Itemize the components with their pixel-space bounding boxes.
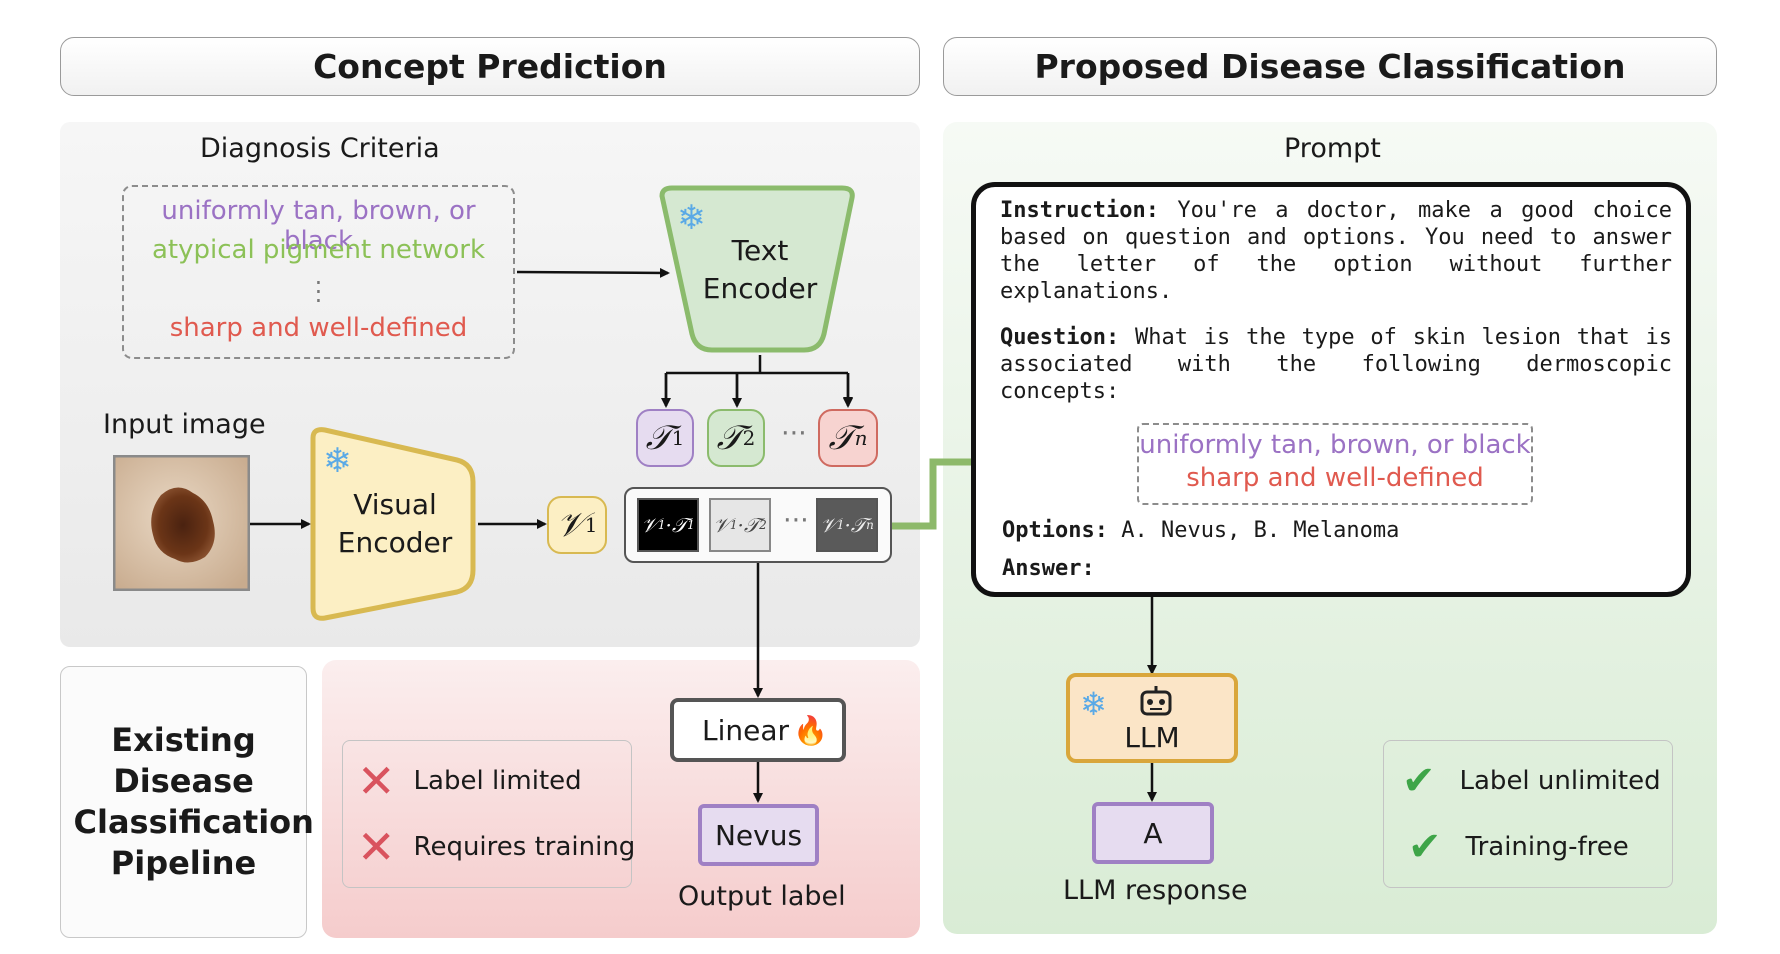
- prompt-box: Instruction: You're a doctor, make a goo…: [971, 182, 1691, 597]
- criterion-network: atypical pigment network: [151, 235, 486, 265]
- lesion-image: [113, 455, 250, 591]
- llm-response-label: LLM response: [1063, 875, 1248, 906]
- criterion-border: sharp and well-defined: [169, 313, 468, 343]
- output-nevus: Nevus: [698, 804, 819, 866]
- question-text: Question: What is the type of skin lesio…: [1000, 325, 1673, 404]
- robot-icon: [1140, 686, 1172, 716]
- answer-text: Answer:: [1002, 556, 1095, 581]
- check-icon: ✔: [1402, 758, 1436, 804]
- prompt-concept-border: sharp and well-defined: [1186, 463, 1484, 493]
- snowflake-icon: ❄: [677, 198, 706, 238]
- criterion-color: uniformly tan, brown, or black: [161, 196, 476, 256]
- limitation-label: ✕ Label limited: [357, 754, 582, 808]
- proposed-classification-header: Proposed Disease Classification: [943, 37, 1717, 96]
- visual-encoder: [310, 427, 476, 621]
- arrow-text-encoder-to-concepts: [664, 355, 848, 405]
- check-icon: ✔: [1408, 824, 1442, 870]
- benefit-training: ✔ Training-free: [1408, 824, 1629, 870]
- linear-layer: Linear 🔥: [670, 698, 846, 762]
- text-encoder: [659, 185, 855, 353]
- benefits-card: ✔ Label unlimited ✔ Training-free: [1383, 740, 1673, 888]
- cross-icon: ✕: [357, 820, 396, 874]
- fire-icon: 🔥: [793, 713, 828, 747]
- arrow-criteria-to-text-encoder: [516, 267, 670, 278]
- linear-label: Linear: [702, 713, 790, 747]
- snowflake-icon: ❄: [323, 441, 352, 481]
- visual-encoder-label: Visual Encoder: [337, 488, 453, 559]
- horizontal-ellipsis: ···: [781, 418, 807, 449]
- prompt-concepts-box: uniformly tan, brown, or black sharp and…: [1137, 423, 1533, 505]
- cross-icon: ✕: [357, 754, 396, 808]
- limitation-training: ✕ Requires training: [357, 820, 636, 874]
- options-text: Options: A. Nevus, B. Melanoma: [1002, 518, 1400, 543]
- concept-prediction-header: Concept Prediction: [60, 37, 920, 96]
- llm-answer: A: [1092, 802, 1214, 864]
- text-encoder-label: Text Encoder: [702, 234, 818, 305]
- criteria-box: uniformly tan, brown, or black atypical …: [122, 185, 515, 359]
- vertical-ellipsis: ···: [314, 269, 323, 315]
- output-label: Output label: [678, 881, 846, 912]
- snowflake-icon: ❄: [1080, 685, 1107, 723]
- llm-label: LLM: [1124, 721, 1180, 754]
- existing-pipeline-title: Existing Disease Classification Pipeline: [60, 666, 314, 938]
- prompt-title: Prompt: [1284, 133, 1381, 164]
- instruction-text: Instruction: You're a doctor, make a goo…: [1000, 198, 1672, 304]
- horizontal-ellipsis: ···: [783, 505, 809, 536]
- llm-box: ❄ LLM: [1066, 673, 1238, 763]
- benefit-label: ✔ Label unlimited: [1402, 758, 1661, 804]
- prompt-concept-color: uniformly tan, brown, or black: [1139, 430, 1531, 460]
- criteria-title: Diagnosis Criteria: [200, 133, 440, 164]
- limitations-card: ✕ Label limited ✕ Requires training: [342, 740, 636, 888]
- input-image-label: Input image: [103, 409, 266, 440]
